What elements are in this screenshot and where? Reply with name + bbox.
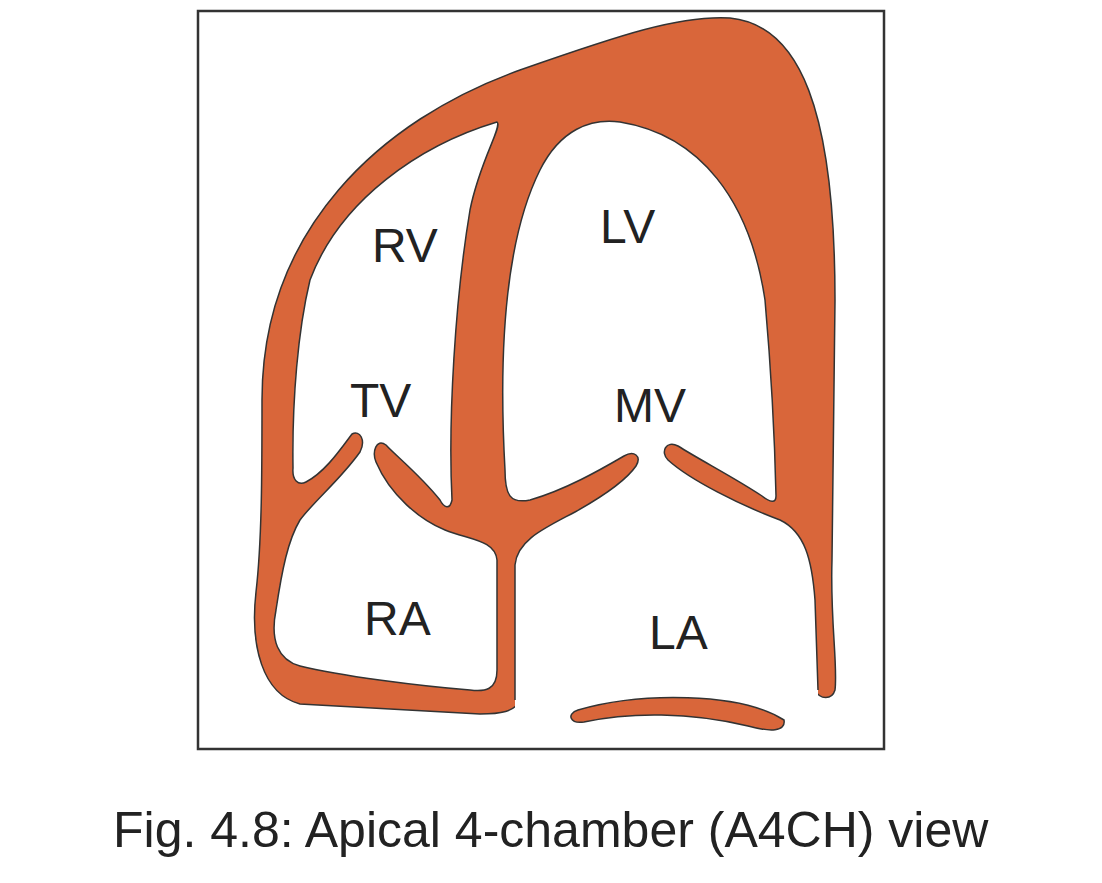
chamber-label: RA (364, 595, 431, 643)
frame (198, 11, 884, 749)
chamber-label: TV (350, 377, 411, 425)
figure-caption: Fig. 4.8: Apical 4-chamber (A4CH) view (113, 805, 988, 855)
right-heart-cavity (274, 122, 498, 691)
chamber-label: MV (614, 382, 686, 430)
chamber-label: RV (372, 222, 438, 270)
chamber-label: LV (600, 203, 655, 251)
left-heart-cavity-fill (503, 121, 818, 745)
chamber-label: LA (649, 609, 708, 657)
left-heart-cavity-wall (503, 121, 818, 700)
atrial-floor (571, 698, 784, 730)
